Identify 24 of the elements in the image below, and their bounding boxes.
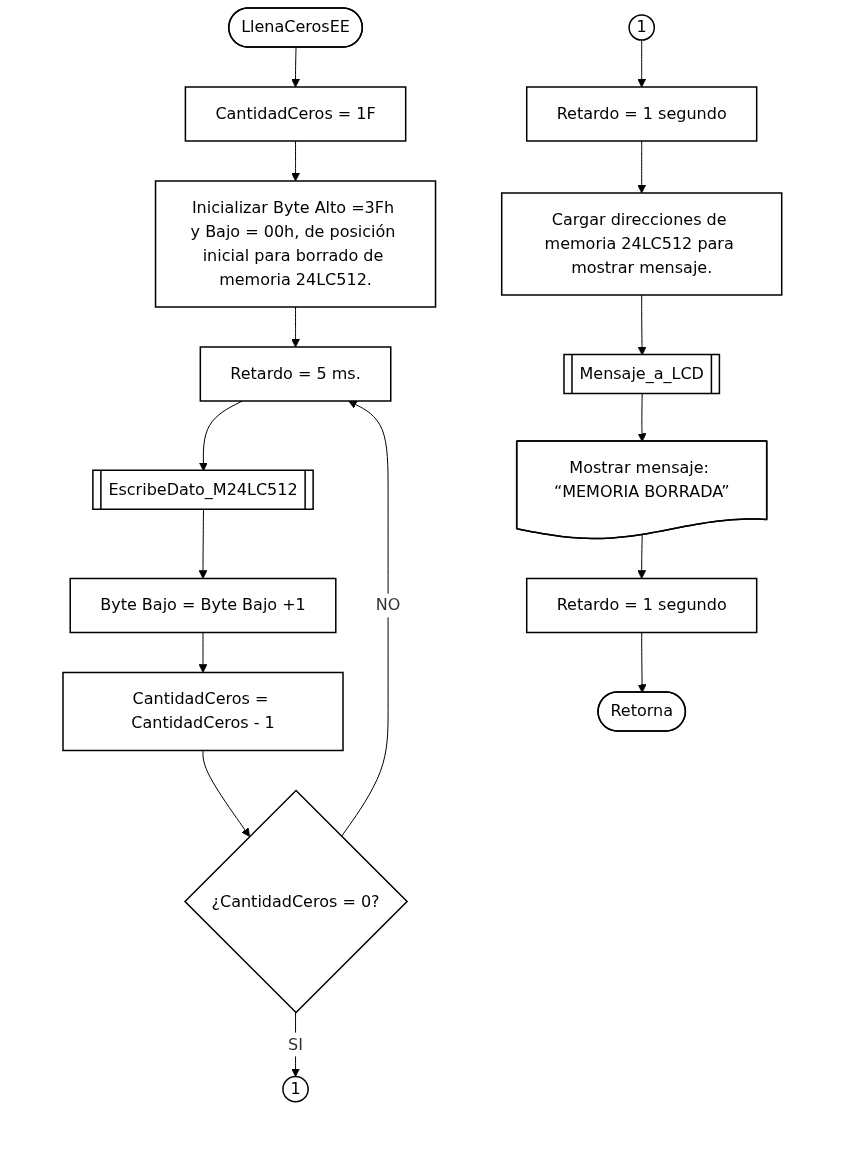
- arrow: [341, 400, 389, 837]
- arrow: [198, 509, 208, 579]
- arrow: [637, 632, 647, 693]
- arrow: [637, 140, 647, 194]
- node-box: CantidadCeros = CantidadCeros - 1: [62, 671, 344, 752]
- node-box: Byte Bajo = Byte Bajo +1: [69, 577, 337, 634]
- node-circle: 1: [628, 14, 656, 41]
- node-box: CantidadCeros = 1F: [184, 86, 407, 142]
- arrow: [202, 750, 251, 837]
- edge-label: SI: [288, 1034, 304, 1054]
- arrow: [291, 306, 301, 348]
- edge-label: NO: [375, 595, 401, 615]
- node-box: Retardo = 1 segundo: [526, 577, 758, 634]
- node-box: Retardo = 1 segundo: [526, 86, 758, 142]
- arrow: [291, 47, 301, 88]
- arrow: [637, 534, 647, 579]
- node-box: Retardo = 5 ms.: [199, 346, 392, 402]
- node-box: Cargar direcciones de memoria 24LC512 para mostrar mensaje.: [501, 192, 783, 296]
- arrow: [637, 39, 647, 88]
- node-box: Inicializar Byte Alto =3Fh y Bajo = 00h, de posición inicial para borrado de memoria 24LC512.: [154, 180, 437, 308]
- arrow: [291, 140, 301, 182]
- arrow: [198, 632, 208, 673]
- node-diamond: ¿CantidadCeros = 0?: [184, 789, 409, 1014]
- node-circle: 1: [282, 1075, 309, 1103]
